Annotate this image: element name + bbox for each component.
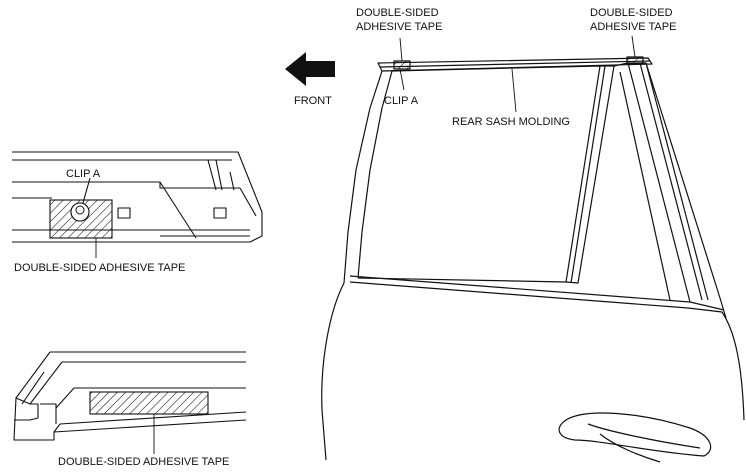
door-handle [558, 412, 712, 457]
rear-sash-molding-label: REAR SASH MOLDING [452, 116, 570, 128]
door-leaders [399, 35, 636, 113]
dst-top-right-label-1: DOUBLE-SIDED [590, 7, 673, 19]
front-indicator: FRONT [285, 52, 335, 107]
left-arrow-icon [285, 52, 335, 86]
adhesive-tape-detail-lower [89, 391, 209, 415]
dst-top-left-label-2: ADHESIVE TAPE [356, 21, 442, 33]
dst-top-left-label-1: DOUBLE-SIDED [356, 7, 439, 19]
clip-a-detail-label: CLIP A [66, 168, 101, 180]
adhesive-tape-front-mark [393, 60, 411, 70]
clip-a-door-label: CLIP A [384, 95, 419, 107]
front-label: FRONT [294, 95, 332, 107]
detail-rear-end [13, 351, 247, 441]
dst-top-right-label-2: ADHESIVE TAPE [590, 21, 676, 33]
rear-door [321, 56, 745, 463]
dst-detail-upper-label: DOUBLE-SIDED ADHESIVE TAPE [14, 262, 185, 274]
dst-detail-lower-label: DOUBLE-SIDED ADHESIVE TAPE [58, 456, 229, 468]
